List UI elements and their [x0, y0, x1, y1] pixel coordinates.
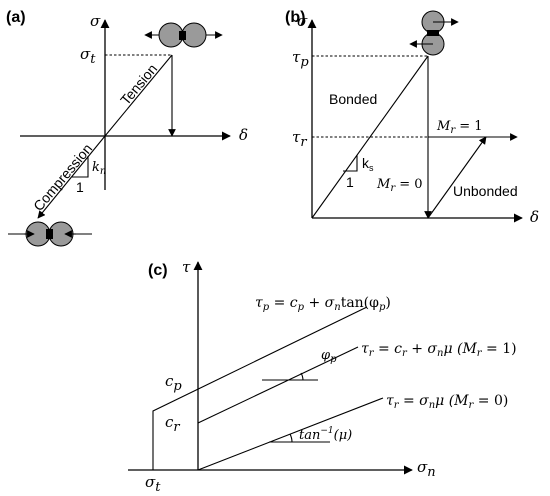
- panel-a-sigma-t: σt: [80, 45, 96, 67]
- panel-c-y-label: τ: [182, 258, 191, 276]
- panel-a-kn: kn: [92, 160, 106, 177]
- panel-b-y-label: σ: [297, 12, 308, 30]
- panel-c-peak-envelope: [152, 306, 368, 470]
- panel-b: (b) σ δ τp τr Bonded Unbonded ks 1 Mr = …: [285, 9, 539, 226]
- panel-b-bonded-label: Bonded: [329, 91, 377, 107]
- panel-c-cp: cp: [165, 372, 182, 394]
- panel-a-slope-one: 1: [76, 179, 84, 195]
- panel-c-eq-peak: τp = cp + σntan(φp): [255, 295, 391, 313]
- shear-particles-icon: [409, 10, 459, 56]
- panel-c-cr: cr: [165, 413, 180, 435]
- panel-b-unbonded-line: [427, 136, 487, 219]
- panel-c-phi-p: φp: [321, 348, 337, 365]
- panel-a-tension-label: Tension: [117, 61, 160, 108]
- panel-b-tau-p: τp: [292, 48, 309, 70]
- compression-particles-icon: [8, 221, 92, 247]
- panel-c-tan-mu: tan−1(μ): [299, 426, 352, 443]
- panel-b-slope-one: 1: [346, 174, 354, 190]
- panel-b-mr0: Mr = 0: [376, 177, 423, 194]
- panel-b-slope-triangle: [343, 155, 358, 172]
- panel-c-sigma-t: σt: [145, 473, 161, 495]
- panel-a-tension-line: [104, 54, 173, 137]
- panel-a-compression-line: [37, 135, 106, 219]
- panel-c-mu-arc: [289, 433, 293, 443]
- panel-b-ks: ks: [362, 155, 374, 173]
- panel-a: (a) σ δ σt Tension Compression kn 1: [6, 9, 248, 247]
- panel-b-unbonded-label: Unbonded: [453, 183, 518, 199]
- panel-a-label: (a): [6, 9, 26, 26]
- panel-c-phi-arc: [300, 372, 304, 381]
- panel-b-x-label: δ: [530, 208, 539, 226]
- panel-c-eq-residual-unbonded: τr = σnμ (Mr = 0): [386, 393, 508, 411]
- panel-c-label: (c): [148, 262, 168, 279]
- panel-a-y-label: σ: [90, 12, 101, 30]
- tension-particles-icon: [144, 22, 223, 48]
- panel-b-tau-r: τr: [292, 128, 307, 150]
- panel-b-mr1: Mr = 1: [436, 119, 483, 136]
- panel-a-slope-triangle: [72, 156, 89, 178]
- panel-c-eq-residual-bonded: τr = cr + σnμ (Mr = 1): [361, 341, 517, 359]
- panel-c-residual-envelope: [197, 346, 359, 424]
- panel-b-bonded-line: [311, 55, 429, 219]
- panel-b-label: (b): [285, 9, 305, 26]
- panel-a-x-label: δ: [239, 126, 248, 144]
- panel-c: (c) τ σn cp cr σt φp tan−1(μ) τp = cp + …: [128, 258, 517, 495]
- panel-c-x-label: σn: [417, 458, 436, 480]
